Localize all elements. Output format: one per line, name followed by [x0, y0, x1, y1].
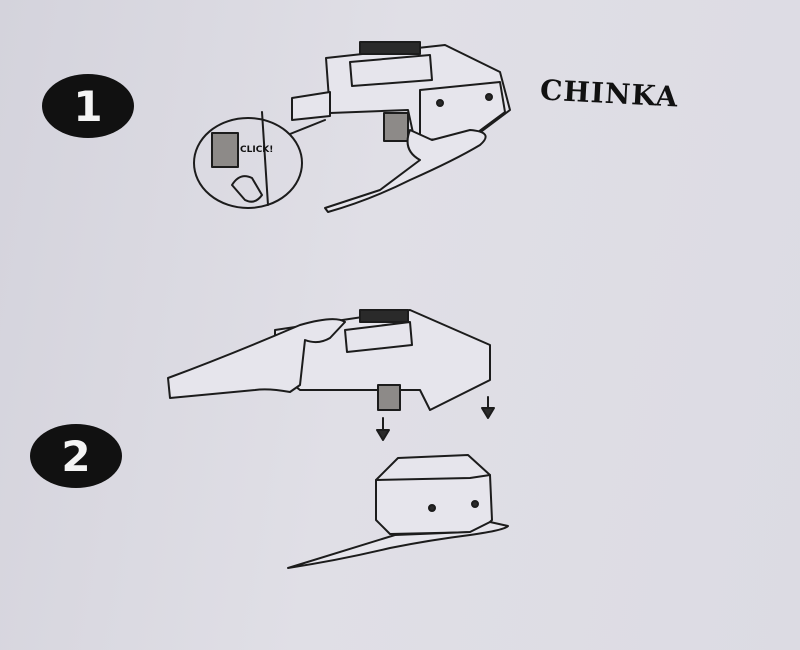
removed-cover [375, 454, 493, 535]
step-2-badge: 2 [30, 424, 122, 488]
step-1-number: 1 [73, 81, 103, 131]
detail-edge [261, 111, 269, 206]
latch-detail [211, 132, 239, 168]
hand-holding-cover [287, 521, 509, 569]
step-1-badge: 1 [42, 74, 134, 138]
device-upper-block [349, 54, 433, 87]
cover-edge [375, 474, 491, 481]
device-front-panel [419, 81, 506, 141]
down-arrow-icon [481, 396, 495, 419]
device-upper-block-step-2 [344, 321, 413, 353]
device-latch-step-2 [377, 384, 401, 411]
magnifier-leader-line [289, 119, 326, 135]
down-arrow-icon [376, 417, 390, 441]
device-top-strip [359, 41, 421, 55]
device-top-strip-step-2 [359, 309, 409, 323]
detail-magnifier-circle [193, 117, 303, 209]
screw-dot [471, 500, 479, 508]
click-callout: CLICK! [240, 145, 274, 155]
device-base-left [291, 91, 331, 121]
hand-step-2 [167, 318, 346, 399]
device-latch [383, 112, 409, 142]
screw-dot [485, 93, 493, 101]
screw-dot [428, 504, 436, 512]
step-2-number: 2 [61, 431, 91, 481]
finger-detail [231, 175, 263, 203]
screw-dot [436, 99, 444, 107]
hand-step-1 [324, 129, 487, 213]
